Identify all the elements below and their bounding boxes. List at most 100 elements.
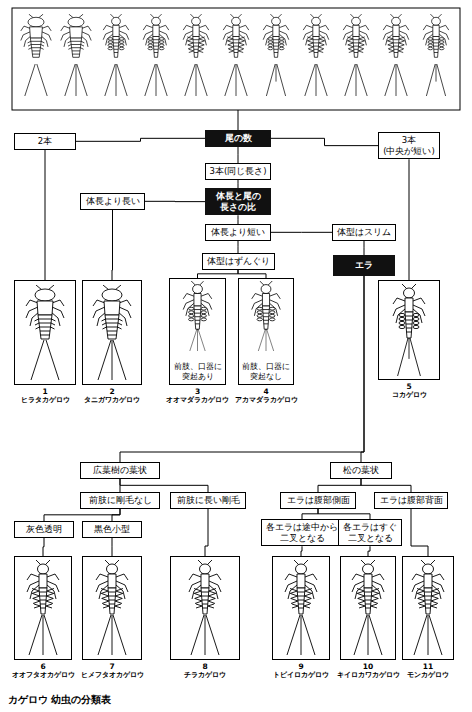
node-text: 3本 (中央が短い) xyxy=(382,135,436,156)
larva-tails xyxy=(145,64,167,96)
callout-number: 6 xyxy=(12,662,75,671)
larva-figure xyxy=(223,14,249,57)
specimen-box: 1ヒラタカゲロウ xyxy=(14,280,76,385)
connector xyxy=(43,538,44,556)
specimen-note: 前肢、口器に 突起あり xyxy=(171,362,224,381)
connector xyxy=(361,479,411,492)
larva-figure xyxy=(26,285,64,339)
specimen-box: 10キイロカワカゲロウ xyxy=(340,556,396,660)
larva-tails xyxy=(385,64,407,96)
specimen-box: 7ヒメフタオカゲロウ xyxy=(82,556,142,660)
key-step-box: 各エラはすぐ 二叉となる xyxy=(338,519,402,546)
connector xyxy=(45,150,46,280)
larva-figure xyxy=(412,560,444,614)
callout-number: 4 xyxy=(235,387,298,396)
overview-leader xyxy=(238,110,239,130)
larva-figure xyxy=(393,284,425,338)
overview-frame xyxy=(12,8,460,110)
key-step-box: 灰色透明 xyxy=(14,521,74,538)
specimen-box: 2タニガワカゲロウ xyxy=(82,280,142,385)
larva-figure xyxy=(352,560,384,614)
specimen-caption-area: 8チラカゲロウ xyxy=(184,662,226,680)
larva-tails xyxy=(190,329,205,351)
node-text: エラは腹部側面 xyxy=(284,495,352,506)
larva-tails xyxy=(305,64,327,96)
connector xyxy=(238,215,239,224)
connector xyxy=(112,210,114,280)
connector xyxy=(364,241,365,255)
larva-tails xyxy=(345,64,367,96)
specimen-caption-area: 2タニガワカゲロウ xyxy=(84,387,140,405)
figure-caption: カゲロウ 幼虫の分類表 xyxy=(8,693,111,707)
specimen-caption-area: 10キイロカワカゲロウ xyxy=(337,662,400,680)
larva-figure xyxy=(383,14,409,57)
species-name: モンカゲロウ xyxy=(407,671,449,680)
larva-tails xyxy=(398,338,421,376)
connector xyxy=(238,270,266,278)
key-step-box: エラは腹部背面 xyxy=(374,492,448,509)
larva-figure xyxy=(189,560,221,614)
connector xyxy=(361,276,364,462)
connector xyxy=(145,201,205,202)
node-text: 体型はずんぐり xyxy=(206,256,271,267)
species-name: タニガワカゲロウ xyxy=(84,396,140,405)
node-text: 広葉樹の葉状 xyxy=(84,465,156,476)
callout-number: 3 xyxy=(166,387,229,396)
species-name: アカマダラカゲロウ xyxy=(235,396,298,405)
connector xyxy=(76,138,205,141)
larva-figure xyxy=(183,14,209,57)
connector xyxy=(112,509,120,521)
larva-tails xyxy=(65,64,87,96)
node-text: 各エラは途中から 二叉となる xyxy=(265,522,339,543)
specimen-caption-area: 7ヒメフタオカゲロウ xyxy=(81,662,144,680)
specimen-box: 5コカゲロウ xyxy=(378,280,440,380)
key-step-box: 体型はスリム xyxy=(332,224,396,241)
connector xyxy=(411,509,428,556)
larva-figure xyxy=(252,281,281,329)
species-name: キイロカワカゲロウ xyxy=(337,671,400,680)
larva-figure xyxy=(285,560,317,614)
larva-tails xyxy=(185,64,207,96)
key-step-box: 体長より長い xyxy=(80,193,145,210)
larva-tails xyxy=(426,64,445,96)
connector xyxy=(120,276,364,462)
specimen-box: 前肢、口器に 突起あり3オオマダラカゲロウ xyxy=(169,278,226,385)
specimen-note-area: 前肢、口器に 突起あり xyxy=(171,362,224,381)
key-step-box: 3本 (中央が短い) xyxy=(378,132,440,159)
larva-tails xyxy=(98,340,126,380)
key-heading-box: エラ xyxy=(333,255,395,276)
larva-tails xyxy=(354,615,382,655)
node-text: 尾の数 xyxy=(209,133,267,144)
key-step-box: 広葉樹の葉状 xyxy=(80,462,160,479)
specimen-note: 前肢、口器に 突起なし xyxy=(240,362,292,381)
specimen-box: 6オオフタオカゲロウ xyxy=(14,556,72,660)
larva-tails xyxy=(29,615,57,655)
node-text: 前肢に剛毛なし xyxy=(84,495,156,506)
connector xyxy=(409,159,410,280)
specimen-caption-area: 5コカゲロウ xyxy=(392,382,427,400)
node-text: エラ xyxy=(337,260,391,271)
species-name: トビイロカゲロウ xyxy=(273,671,329,680)
connector xyxy=(238,147,239,163)
node-text: 灰色透明 xyxy=(18,524,70,535)
callout-number: 8 xyxy=(184,662,226,671)
node-text: 前肢に長い剛毛 xyxy=(174,495,242,506)
connector xyxy=(198,270,239,278)
larva-figure xyxy=(27,560,59,614)
key-step-box: 各エラは途中から 二叉となる xyxy=(261,519,343,546)
specimen-caption-area: 6オオフタオカゲロウ xyxy=(12,662,75,680)
larva-figure xyxy=(183,281,212,329)
connector xyxy=(112,538,113,556)
larva-figure xyxy=(103,14,129,57)
specimen-caption-area: 9トビイロカゲロウ xyxy=(273,662,329,680)
callout-number: 11 xyxy=(407,662,449,671)
connector xyxy=(368,546,370,556)
callout-number: 9 xyxy=(273,662,329,671)
larva-tails xyxy=(191,615,219,655)
larva-figure xyxy=(423,14,449,57)
node-text: エラは腹部背面 xyxy=(378,495,444,506)
specimen-caption-area: 1ヒラタカゲロウ xyxy=(21,387,70,405)
specimen-box: 8チラカゲロウ xyxy=(170,556,240,660)
larva-figure xyxy=(143,14,169,57)
